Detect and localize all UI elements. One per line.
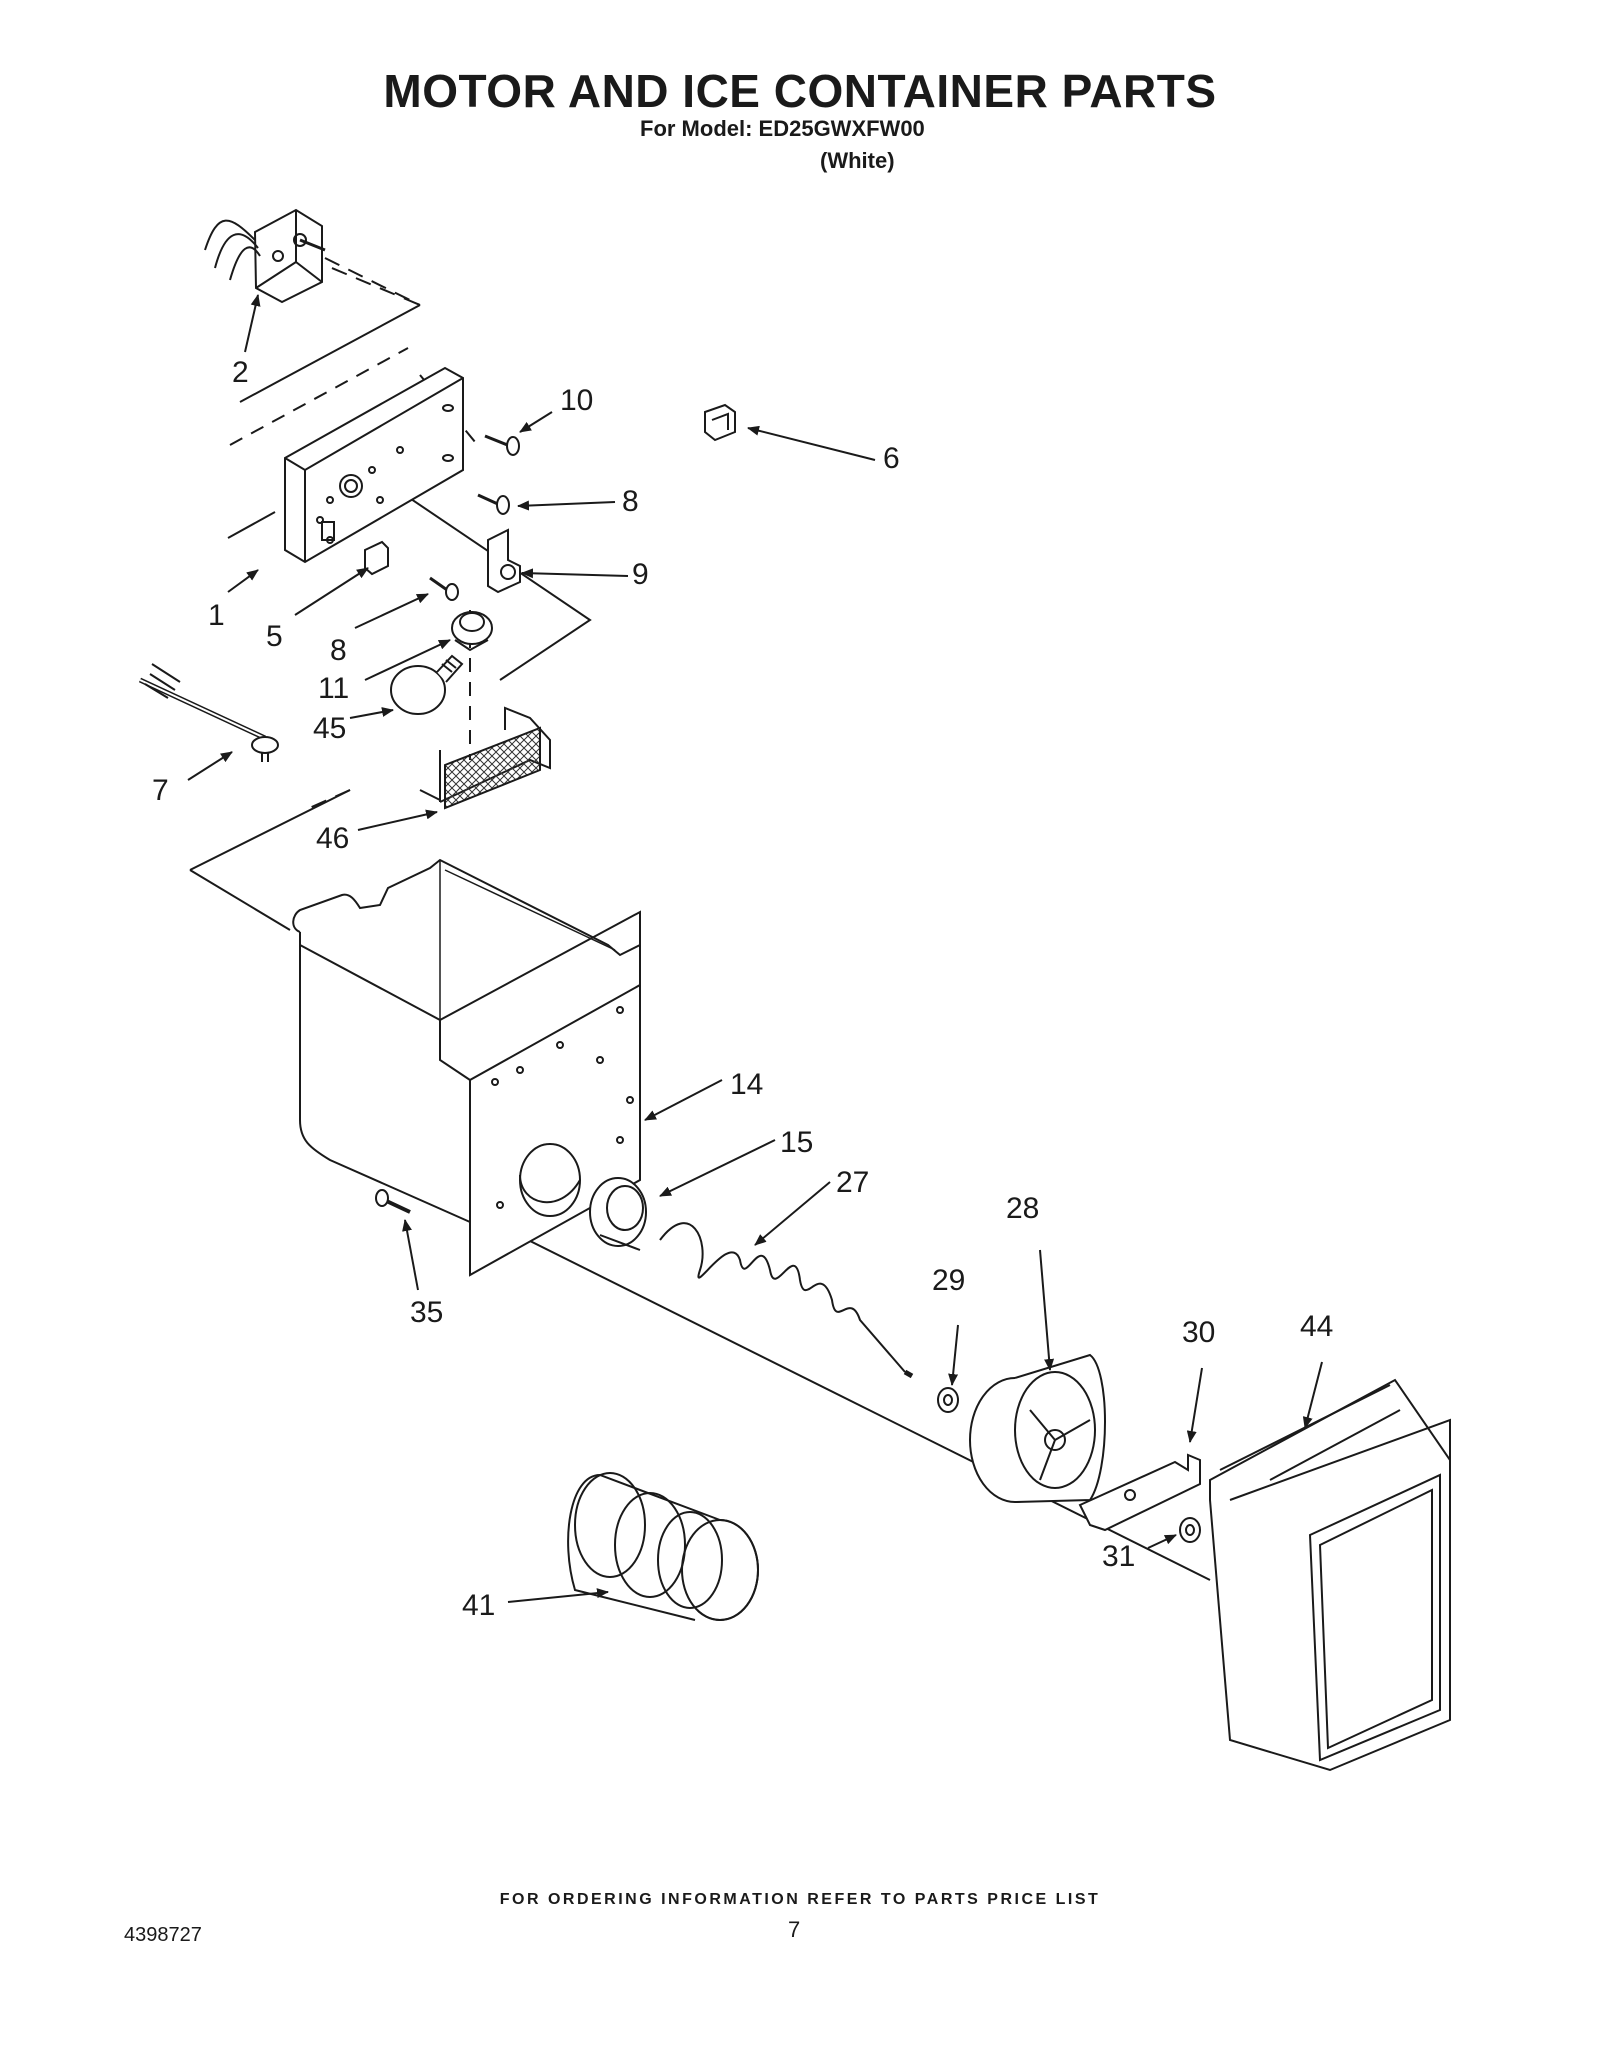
part-45-light-bulb bbox=[390, 654, 464, 715]
callout-30: 30 bbox=[1182, 1316, 1215, 1349]
callout-27: 27 bbox=[836, 1166, 869, 1199]
part-8-screw-lower bbox=[429, 576, 459, 601]
part-35-screw bbox=[375, 1189, 411, 1214]
callout-labels: 2 10 6 8 9 1 5 8 11 45 7 46 14 15 27 28 … bbox=[152, 356, 1333, 1622]
callout-8-lower: 8 bbox=[330, 634, 347, 667]
callout-31: 31 bbox=[1102, 1540, 1135, 1573]
callout-8-upper: 8 bbox=[622, 485, 639, 518]
callout-9: 9 bbox=[632, 558, 649, 591]
part-10-screw bbox=[484, 434, 520, 456]
part-11-lamp-socket bbox=[451, 611, 493, 652]
callout-46: 46 bbox=[316, 822, 349, 855]
part-31-nut bbox=[1179, 1517, 1201, 1543]
page-number: 7 bbox=[788, 1917, 801, 1942]
part-15-bearing bbox=[589, 1177, 647, 1251]
model-number: For Model: ED25GWXFW00 bbox=[640, 116, 925, 141]
part-9-bracket bbox=[487, 528, 521, 594]
part-14-ice-container bbox=[292, 858, 641, 1277]
callout-6: 6 bbox=[883, 442, 900, 475]
callout-29: 29 bbox=[932, 1264, 965, 1297]
model-color: (White) bbox=[820, 148, 895, 173]
callout-11: 11 bbox=[318, 672, 349, 705]
callout-28: 28 bbox=[1006, 1192, 1039, 1225]
ordering-note: FOR ORDERING INFORMATION REFER TO PARTS … bbox=[499, 1891, 1101, 1908]
part-27-auger bbox=[659, 1222, 914, 1379]
callout-45: 45 bbox=[313, 712, 346, 745]
callout-44: 44 bbox=[1300, 1310, 1333, 1343]
callout-7: 7 bbox=[152, 774, 169, 807]
part-41-drum bbox=[567, 1472, 759, 1621]
document-number: 4398727 bbox=[124, 1924, 202, 1946]
part-44-front-cover bbox=[1209, 1378, 1451, 1772]
part-8-screw-upper bbox=[477, 493, 510, 515]
callout-10: 10 bbox=[560, 384, 593, 417]
callout-15: 15 bbox=[780, 1126, 813, 1159]
part-5-switch bbox=[364, 540, 389, 576]
part-6-clip bbox=[704, 403, 736, 442]
callout-5: 5 bbox=[266, 620, 283, 653]
callout-arrows bbox=[187, 294, 1323, 1603]
part-46-lamp-cover bbox=[419, 706, 551, 810]
part-7-sensor-wire bbox=[138, 663, 279, 762]
callout-2: 2 bbox=[232, 356, 249, 389]
part-2-motor bbox=[204, 208, 421, 306]
part-29-washer bbox=[937, 1387, 959, 1413]
callout-35: 35 bbox=[410, 1296, 443, 1329]
page-title: MOTOR AND ICE CONTAINER PARTS bbox=[383, 65, 1217, 117]
part-30-bracket bbox=[1078, 1453, 1201, 1532]
part-28-crusher-housing bbox=[969, 1353, 1106, 1503]
part-1-mount-bracket bbox=[284, 366, 464, 564]
callout-14: 14 bbox=[730, 1068, 763, 1101]
callout-1: 1 bbox=[208, 599, 225, 632]
callout-41: 41 bbox=[462, 1589, 495, 1622]
